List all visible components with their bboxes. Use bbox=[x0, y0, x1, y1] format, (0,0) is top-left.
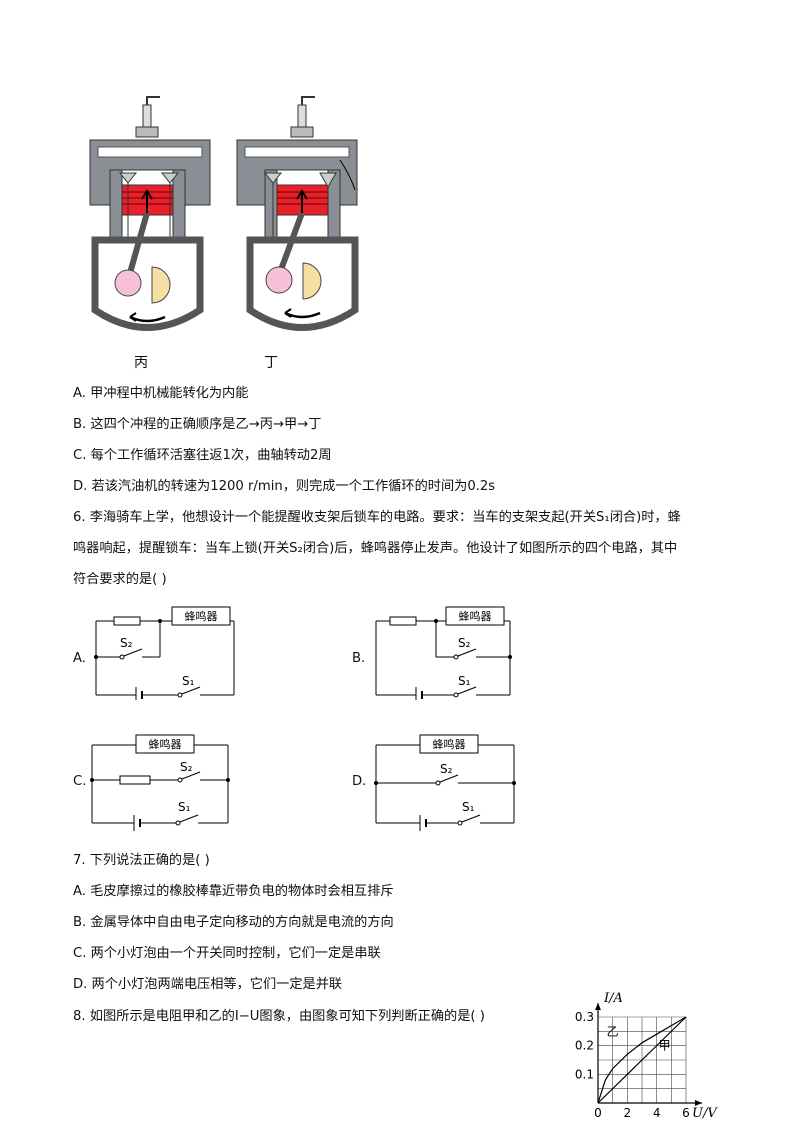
y-axis-arrow bbox=[595, 1003, 601, 1010]
q6-stem-line-1: 6. 李海骑车上学，他想设计一个能提醒收支架后锁车的电路。要求：当车的支架支起(… bbox=[73, 510, 681, 525]
circuit-c-option: C. bbox=[73, 774, 87, 789]
circuit-d-option: D. bbox=[352, 774, 367, 789]
series-line bbox=[597, 1016, 687, 1104]
x-tick-label: 6 bbox=[682, 1106, 690, 1120]
engine-bing bbox=[89, 96, 211, 331]
q8-stem: 8. 如图所示是电阻甲和乙的I−U图象，由图象可知下列判断正确的是( ) bbox=[73, 1009, 485, 1024]
y-tick-label: 0.3 bbox=[575, 1010, 594, 1024]
chart-xlabel: U/V bbox=[692, 1106, 718, 1120]
circuit-d: 蜂鸣器 S₂ S₁ bbox=[374, 734, 516, 831]
q5-option-b: B. 这四个冲程的正确顺序是乙→丙→甲→丁 bbox=[73, 417, 322, 432]
circuit-a: 蜂鸣器 S₂ S₁ bbox=[94, 606, 235, 700]
q6-stem-line-3: 符合要求的是( ) bbox=[73, 572, 167, 587]
chart-ylabel: I/A bbox=[603, 991, 623, 1006]
chart-axes bbox=[595, 1003, 702, 1106]
series-line bbox=[597, 1016, 687, 1104]
circuit-b-s1: S₁ bbox=[458, 674, 471, 688]
q5-option-c: C. 每个工作循环活塞往返1次，曲轴转动2周 bbox=[73, 448, 332, 463]
q6-stem-line-2: 鸣器响起，提醒锁车：当车上锁(开关S₂闭合)后，蜂鸣器停止发声。他设计了如图所示… bbox=[73, 541, 678, 556]
engine-diagrams bbox=[89, 96, 359, 331]
circuit-a-s1: S₁ bbox=[182, 674, 195, 688]
q5-option-a: A. 甲冲程中机械能转化为内能 bbox=[73, 386, 249, 401]
series-label: 甲 bbox=[659, 1039, 671, 1053]
x-tick-label: 0 bbox=[594, 1106, 602, 1120]
circuit-b-option: B. bbox=[352, 651, 366, 666]
chart-series: 甲乙 bbox=[597, 1016, 687, 1104]
engine-figure bbox=[70, 95, 390, 375]
q7-option-b: B. 金属导体中自由电子定向移动的方向就是电流的方向 bbox=[73, 915, 394, 930]
circuit-a-buzzer: 蜂鸣器 bbox=[185, 609, 218, 623]
x-tick-label: 2 bbox=[624, 1106, 632, 1120]
y-tick-label: 0.1 bbox=[575, 1067, 594, 1081]
circuit-b-s2: S₂ bbox=[458, 636, 471, 650]
y-tick-label: 0.2 bbox=[575, 1039, 594, 1053]
q5-option-d: D. 若该汽油机的转速为1200 r/min，则完成一个工作循环的时间为0.2s bbox=[73, 479, 496, 494]
series-label: 乙 bbox=[607, 1024, 619, 1038]
circuit-b-buzzer: 蜂鸣器 bbox=[459, 609, 492, 623]
q7-option-a: A. 毛皮摩擦过的橡胶棒靠近带负电的物体时会相互排斥 bbox=[73, 884, 394, 899]
x-tick-label: 4 bbox=[653, 1106, 661, 1120]
circuit-a-option: A. bbox=[73, 651, 86, 666]
q7-stem: 7. 下列说法正确的是( ) bbox=[73, 853, 210, 868]
engine-label-ding: 丁 bbox=[264, 355, 278, 371]
q7-option-c: C. 两个小灯泡由一个开关同时控制，它们一定是串联 bbox=[73, 946, 381, 961]
circuit-b: 蜂鸣器 S₂ S₁ bbox=[375, 606, 512, 700]
circuit-d-s1: S₁ bbox=[462, 800, 475, 814]
q7-option-d: D. 两个小灯泡两端电压相等，它们一定是并联 bbox=[73, 977, 343, 992]
circuit-d-buzzer: 蜂鸣器 bbox=[433, 737, 466, 751]
engine-label-bing: 丙 bbox=[134, 355, 148, 371]
circuit-a-s2: S₂ bbox=[120, 636, 133, 650]
circuit-c-s1: S₁ bbox=[178, 800, 191, 814]
circuit-c: 蜂鸣器 S₂ S₁ bbox=[90, 734, 230, 831]
circuit-c-s2: S₂ bbox=[180, 760, 193, 774]
circuit-c-buzzer: 蜂鸣器 bbox=[149, 737, 182, 751]
circuit-d-s2: S₂ bbox=[440, 762, 453, 776]
x-axis-arrow bbox=[695, 1100, 702, 1106]
engine-ding bbox=[236, 96, 359, 331]
chart-ticks: 0 2 4 6 0.1 0.2 0.3 bbox=[575, 1010, 690, 1120]
